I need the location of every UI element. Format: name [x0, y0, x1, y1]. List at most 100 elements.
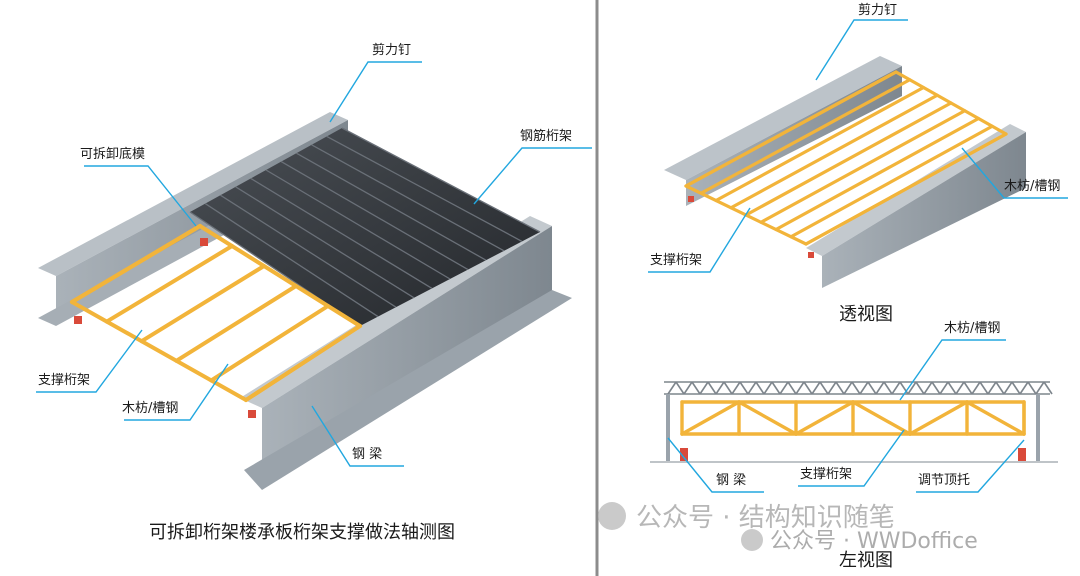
truss-member [70, 224, 202, 304]
persp-member [759, 109, 967, 224]
truss-diagonal [794, 400, 855, 436]
side-jacks [680, 448, 1026, 462]
rebar-web [739, 381, 749, 395]
rebar-web [987, 381, 997, 395]
rebar-web [691, 381, 701, 395]
persp-member [744, 101, 953, 217]
persp-member [684, 70, 898, 188]
label-shear-stud-text: 剪力钉 [372, 42, 411, 58]
perspective-front-beam [806, 124, 1026, 288]
rebar-web [723, 381, 733, 395]
truss-member [244, 324, 362, 402]
label-removable-formwork: 可拆卸底模 [80, 146, 197, 227]
rebar-web [667, 381, 677, 395]
rebar-web [923, 381, 933, 395]
rebar-web [811, 381, 821, 395]
deck-rib [204, 203, 379, 318]
rebar-web [899, 381, 909, 395]
persp-member [699, 78, 912, 195]
rebar-web [715, 381, 725, 395]
rebar-web [827, 381, 837, 395]
rebar-web [1027, 381, 1037, 395]
rebar-web [1043, 381, 1053, 395]
axonometric-view: 剪力钉 可拆卸底模 钢筋桁架 支撑桁架 木枋/槽钢 钢 梁 可拆卸桁架楼承板桁架… [36, 42, 592, 543]
persp-label-timber-channel: 木枋/槽钢 [961, 147, 1068, 199]
rebar-web [1011, 381, 1021, 395]
watermark-line2: 公众号 · WWDoffice [770, 529, 978, 554]
rebar-web [891, 381, 901, 395]
rebar-web [675, 381, 685, 395]
rebar-web [1003, 381, 1013, 395]
deck-rib [280, 161, 469, 271]
deck-rib [311, 144, 505, 252]
rebar-web [819, 381, 829, 395]
label-rebar-truss-text: 钢筋桁架 [520, 128, 572, 144]
side-label-support-truss: 支撑桁架 [798, 429, 905, 487]
rebar-web [707, 381, 717, 395]
persp-label-shear-stud: 剪力钉 [815, 2, 908, 81]
rebar-web [971, 381, 981, 395]
rebar-web [763, 381, 773, 395]
perspective-support-truss [684, 70, 1008, 246]
persp-member [774, 116, 981, 232]
rebar-web [843, 381, 853, 395]
rebar-web [851, 381, 861, 395]
wechat-icon-2 [741, 529, 763, 551]
label-rebar-truss: 钢筋桁架 [473, 128, 592, 205]
caption-axonometric: 可拆卸桁架楼承板桁架支撑做法轴测图 [149, 522, 455, 543]
persp-member [729, 93, 939, 210]
rebar-web [907, 381, 917, 395]
rebar-web [683, 381, 693, 395]
truss-diagonal [965, 400, 1026, 436]
truss-diagonal [908, 400, 969, 436]
rebar-web [963, 381, 973, 395]
wechat-icon [598, 502, 626, 530]
side-support-truss [680, 400, 1026, 436]
deck-rib [250, 177, 433, 289]
rebar-web [995, 381, 1005, 395]
side-label-timber-channel-text: 木枋/槽钢 [944, 320, 1000, 336]
persp-member [714, 85, 926, 203]
rebar-web [1019, 381, 1029, 395]
watermark: 公众号 · 结构知识随笔 公众号 · WWDoffice [598, 502, 978, 554]
rebar-web [795, 381, 805, 395]
truss-member [139, 264, 266, 344]
rebar-web [787, 381, 797, 395]
deck-rib [265, 169, 451, 280]
side-label-steel-beam: 钢 梁 [667, 437, 764, 493]
deck-rib [326, 135, 523, 242]
rebar-web [747, 381, 757, 395]
rebar-truss-deck [189, 127, 541, 327]
persp-label-support-truss-text: 支撑桁架 [650, 253, 702, 268]
label-steel-beam-text: 钢 梁 [352, 447, 382, 462]
rebar-web [859, 381, 869, 395]
side-label-adjustable-jack-text: 调节顶托 [918, 473, 970, 488]
label-shear-stud: 剪力钉 [329, 42, 422, 123]
label-support-truss: 支撑桁架 [36, 329, 143, 393]
side-steel-beams [666, 394, 1040, 462]
persp-label-shear-stud-text: 剪力钉 [858, 2, 897, 18]
rebar-web [931, 381, 941, 395]
perspective-back-beam [664, 56, 902, 206]
rebar-web [779, 381, 789, 395]
label-steel-beam: 钢 梁 [311, 405, 404, 467]
deck-rib [296, 152, 487, 261]
caption-perspective: 透视图 [839, 304, 893, 325]
rebar-web [979, 381, 989, 395]
truss-member [209, 304, 330, 383]
label-timber-channel: 木枋/槽钢 [122, 363, 229, 421]
persp-member [804, 132, 1008, 246]
side-rebar-truss [664, 381, 1053, 395]
label-timber-channel-text: 木枋/槽钢 [122, 400, 178, 416]
persp-label-support-truss: 支撑桁架 [648, 207, 751, 273]
watermark-line1: 公众号 · 结构知识随笔 [636, 503, 895, 533]
truss-diagonal [680, 400, 741, 436]
side-label-steel-beam-text: 钢 梁 [716, 473, 746, 488]
support-truss [70, 224, 362, 402]
deck-rib [220, 194, 397, 308]
rebar-web [803, 381, 813, 395]
side-label-timber-channel: 木枋/槽钢 [899, 320, 1006, 401]
rebar-web [939, 381, 949, 395]
caption-left-view: 左视图 [839, 550, 893, 571]
